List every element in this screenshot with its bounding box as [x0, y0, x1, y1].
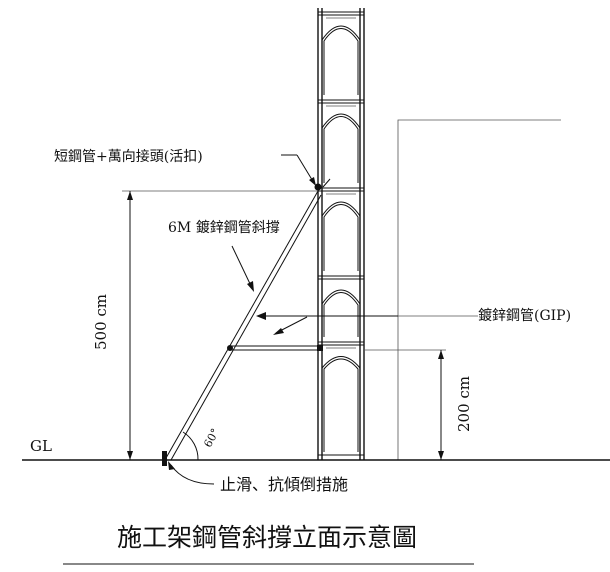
dimension-200-label: 200 cm — [455, 376, 473, 432]
gip-leaders — [256, 312, 478, 335]
dimension-500-label: 500 cm — [92, 294, 110, 350]
anti-slip-block — [162, 451, 167, 466]
dimension-500 — [122, 190, 318, 460]
page-title: 施工架鋼管斜撐立面示意圖 — [117, 523, 417, 552]
dimension-200 — [364, 349, 446, 460]
brace-label: 6M 鍍鋅鋼管斜撐 — [168, 219, 280, 236]
horizontal-tie — [227, 345, 323, 351]
angle-arc — [182, 431, 199, 461]
coupler-label: 短鋼管+萬向接頭(活扣) — [54, 148, 203, 165]
gip-label: 鍍鋅鋼管(GIP) — [478, 307, 571, 324]
coupler-leader — [281, 154, 316, 186]
scaffold-tower — [317, 8, 365, 460]
ground-label: GL — [30, 437, 52, 455]
top-coupler-node — [314, 183, 322, 191]
anti-slip-label: 止滑、抗傾倒措施 — [220, 475, 348, 494]
top-coupler-stub — [322, 178, 331, 188]
building-outline — [397, 119, 561, 460]
brace-leader — [231, 245, 254, 292]
angle-label: 60° — [201, 426, 222, 449]
diagonal-brace — [165, 190, 322, 461]
anti-slip-leader — [168, 461, 215, 485]
